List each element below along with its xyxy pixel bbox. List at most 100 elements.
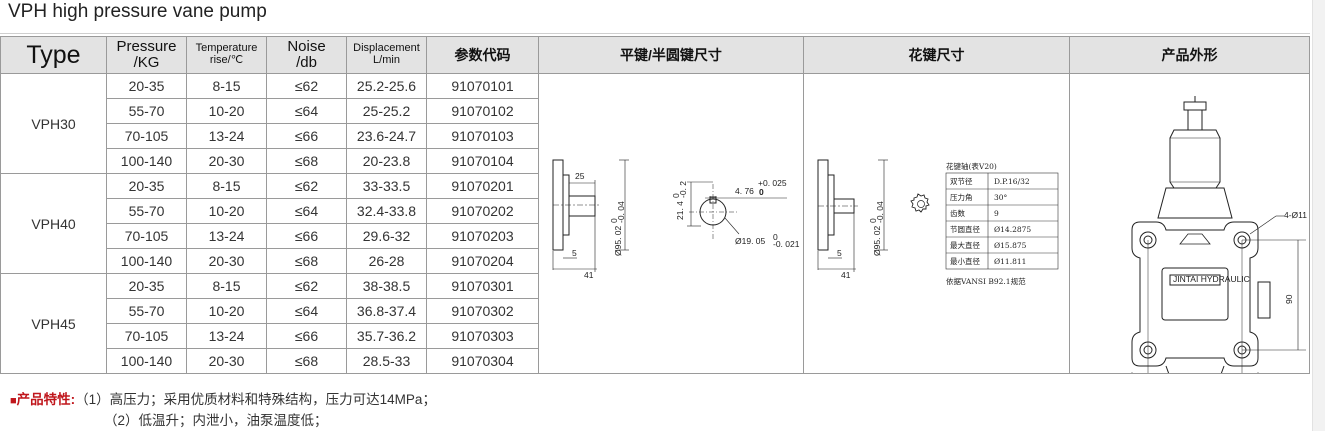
bullet-square-icon: ■ xyxy=(10,395,17,407)
displacement-cell: 26-28 xyxy=(346,248,427,274)
dim-overall-length: 41 xyxy=(584,270,594,280)
tolerance-upper: 0 xyxy=(868,218,878,223)
pressure-cell: 20-35 xyxy=(106,73,187,99)
code-cell: 91070202 xyxy=(426,198,539,224)
temperature-cell: 13-24 xyxy=(186,323,267,349)
noise-cell: ≤68 xyxy=(266,348,347,374)
pressure-cell: 70-105 xyxy=(106,323,187,349)
flat-key-drawing-cell: 25 5 41 Ø95. 02 0 -0. 04 21. 4 0 -0. 2 4… xyxy=(538,73,804,374)
dim-hole-height: 90 xyxy=(1284,294,1294,304)
displacement-cell: 36.8-37.4 xyxy=(346,298,427,324)
displacement-cell: 33-33.5 xyxy=(346,173,427,199)
dim-key-width: 4. 76 xyxy=(735,186,754,196)
spline-standard-note: 依据VANSI B92.1规范 xyxy=(946,276,1026,286)
temperature-cell: 20-30 xyxy=(186,148,267,174)
spline-param-label: 双节径 xyxy=(950,176,973,186)
header-type: Type xyxy=(0,36,107,74)
header-code: 参数代码 xyxy=(426,36,539,74)
code-cell: 91070101 xyxy=(426,73,539,99)
page-title: VPH high pressure vane pump xyxy=(8,1,267,22)
temperature-cell: 8-15 xyxy=(186,173,267,199)
nameplate-text: JINTAI HYDRAULIC xyxy=(1173,274,1250,284)
pressure-cell: 20-35 xyxy=(106,173,187,199)
dim-shaft-length: 25 xyxy=(575,171,585,181)
spline-param-value: Ø14.2875 xyxy=(994,225,1031,234)
temperature-cell: 10-20 xyxy=(186,198,267,224)
dim-shaft-diameter: Ø19. 05 xyxy=(735,236,766,246)
dim-pilot-diameter: Ø95. 02 xyxy=(872,225,882,256)
pressure-cell: 100-140 xyxy=(106,248,187,274)
displacement-cell: 25-25.2 xyxy=(346,98,427,124)
dim-pilot-diameter: Ø95. 02 xyxy=(613,225,623,256)
noise-cell: ≤64 xyxy=(266,298,347,324)
noise-cell: ≤62 xyxy=(266,73,347,99)
displacement-cell: 38-38.5 xyxy=(346,273,427,299)
temperature-cell: 10-20 xyxy=(186,98,267,124)
displacement-cell: 28.5-33 xyxy=(346,348,427,374)
model-cell: VPH45 xyxy=(0,273,107,374)
noise-cell: ≤64 xyxy=(266,98,347,124)
spline-table-title: 花键轴(表V20) xyxy=(946,161,997,171)
temperature-cell: 20-30 xyxy=(186,248,267,274)
spline-param-label: 最小直径 xyxy=(950,256,980,266)
code-cell: 91070302 xyxy=(426,298,539,324)
temperature-cell: 13-24 xyxy=(186,223,267,249)
code-cell: 91070103 xyxy=(426,123,539,149)
displacement-cell: 20-23.8 xyxy=(346,148,427,174)
noise-cell: ≤66 xyxy=(266,223,347,249)
code-cell: 91070303 xyxy=(426,323,539,349)
displacement-cell: 29.6-32 xyxy=(346,223,427,249)
header-pressure: Pressure/KG xyxy=(106,36,187,74)
pressure-cell: 100-140 xyxy=(106,348,187,374)
code-cell: 91070204 xyxy=(426,248,539,274)
pressure-cell: 20-35 xyxy=(106,273,187,299)
dim-key-height: 21. 4 xyxy=(675,201,685,220)
displacement-cell: 25.2-25.6 xyxy=(346,73,427,99)
tolerance-lower: -0. 04 xyxy=(875,201,885,223)
temperature-cell: 20-30 xyxy=(186,348,267,374)
header-appearance: 产品外形 xyxy=(1069,36,1310,74)
code-cell: 91070203 xyxy=(426,223,539,249)
spline-param-value: Ø11.811 xyxy=(994,257,1026,266)
displacement-cell: 23.6-24.7 xyxy=(346,123,427,149)
tolerance-upper: 0 xyxy=(773,232,778,242)
header-noise: Noise/db xyxy=(266,36,347,74)
feature-item: （2）低温升；内泄小，油泵温度低； xyxy=(104,413,328,428)
scrollbar-track[interactable] xyxy=(1312,0,1325,431)
flat-key-drawing: 25 5 41 Ø95. 02 0 -0. 04 21. 4 0 -0. 2 4… xyxy=(552,159,800,280)
dim-flange-step: 5 xyxy=(837,248,842,258)
tolerance-lower: -0. 021 xyxy=(773,239,800,249)
noise-cell: ≤68 xyxy=(266,148,347,174)
tolerance-upper: +0. 025 xyxy=(758,178,787,188)
pressure-cell: 70-105 xyxy=(106,223,187,249)
tolerance-upper: 0 xyxy=(609,218,619,223)
tolerance-upper: 0 xyxy=(671,193,681,198)
dim-flange-step: 5 xyxy=(572,248,577,258)
tolerance-lower: -0. 2 xyxy=(678,181,688,198)
temperature-cell: 8-15 xyxy=(186,73,267,99)
header-spline-key: 花键尺寸 xyxy=(803,36,1070,74)
pressure-cell: 55-70 xyxy=(106,198,187,224)
code-cell: 91070304 xyxy=(426,348,539,374)
dim-mounting-holes: 4-Ø11 xyxy=(1284,210,1307,220)
code-cell: 91070102 xyxy=(426,98,539,124)
pressure-cell: 55-70 xyxy=(106,298,187,324)
tolerance-lower: -0. 04 xyxy=(616,201,626,223)
model-cell: VPH30 xyxy=(0,73,107,174)
title-divider xyxy=(0,33,1310,34)
spline-param-value: Ø15.875 xyxy=(994,241,1027,250)
spline-param-label: 齿数 xyxy=(950,208,965,218)
spline-param-label: 压力角 xyxy=(950,192,973,202)
temperature-cell: 13-24 xyxy=(186,123,267,149)
tolerance-lower: 0 xyxy=(759,187,764,197)
product-features: ■产品特性:（1）高压力；采用优质材料和特殊结构，压力可达14MPa； （2）低… xyxy=(10,390,436,431)
